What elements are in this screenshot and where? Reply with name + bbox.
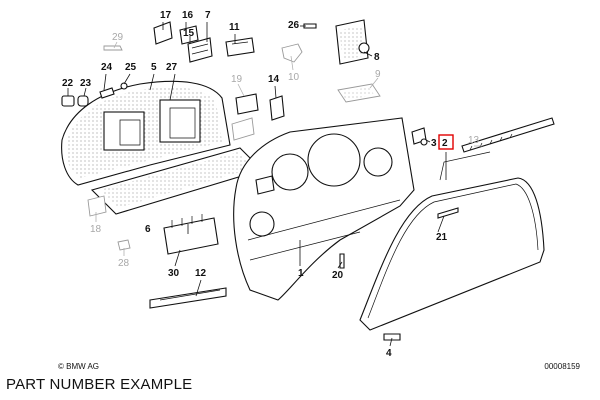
callout-11: 11 xyxy=(229,22,240,33)
clip-3 xyxy=(411,127,428,146)
callout-17: 17 xyxy=(160,10,172,21)
cluster-housing-1 xyxy=(233,117,415,301)
callout-3: 3 xyxy=(431,138,437,149)
label-strip-12 xyxy=(149,287,227,309)
clip-14 xyxy=(269,95,285,121)
callout-7: 7 xyxy=(205,10,211,21)
part-10 xyxy=(281,43,303,63)
callout-9: 9 xyxy=(375,69,381,80)
page-caption: PART NUMBER EXAMPLE xyxy=(6,376,193,393)
callout-30: 30 xyxy=(168,268,180,279)
copyright-notice: © BMW AG xyxy=(58,362,100,371)
bracket-misc xyxy=(235,93,259,115)
drawing-number: 00008159 xyxy=(544,362,580,371)
callout-16: 16 xyxy=(182,10,194,21)
seal-strip-13 xyxy=(461,117,555,153)
callout-19: 19 xyxy=(231,74,243,85)
bulb-socket-parts xyxy=(61,82,128,107)
connector-housings xyxy=(153,21,213,63)
callout-28: 28 xyxy=(118,258,130,269)
callout-13: 13 xyxy=(468,135,480,146)
screw-26 xyxy=(303,23,317,29)
callout-12: 12 xyxy=(195,268,207,279)
callout-18: 18 xyxy=(90,224,102,235)
callout-14: 14 xyxy=(268,74,280,85)
callout-5: 5 xyxy=(151,62,157,73)
callout-24: 24 xyxy=(101,62,113,73)
screw-4 xyxy=(383,333,401,341)
connector-30 xyxy=(163,214,219,255)
callout-22: 22 xyxy=(62,78,74,89)
callout-21: 21 xyxy=(436,232,448,243)
callout-8: 8 xyxy=(374,52,380,63)
cover-lens-2 xyxy=(359,151,545,331)
callout-15: 15 xyxy=(183,28,195,39)
callout-2: 2 xyxy=(442,138,448,149)
highlight-box xyxy=(438,134,454,150)
part-28 xyxy=(117,239,131,251)
callout-numbers: 17 16 7 15 11 26 8 9 10 29 24 25 5 27 22… xyxy=(62,10,480,359)
callout-23: 23 xyxy=(80,78,92,89)
callout-4: 4 xyxy=(386,348,392,359)
callout-25: 25 xyxy=(125,62,137,73)
pin-21 xyxy=(437,207,459,219)
clip-19 xyxy=(231,117,255,141)
callout-20: 20 xyxy=(332,270,344,281)
callout-10: 10 xyxy=(288,72,300,83)
connector-18 xyxy=(87,195,107,217)
leader-lines xyxy=(67,22,482,347)
printed-circuit-board xyxy=(61,80,231,186)
callout-29: 29 xyxy=(112,32,124,43)
bulb-29 xyxy=(103,45,123,51)
switch-8 xyxy=(335,19,370,65)
pin-20 xyxy=(339,253,345,269)
callout-27: 27 xyxy=(166,62,178,73)
connector-11 xyxy=(225,37,255,57)
callout-6: 6 xyxy=(145,224,151,235)
callout-1: 1 xyxy=(298,268,304,279)
part-9 xyxy=(337,83,381,103)
callout-26: 26 xyxy=(288,20,300,31)
